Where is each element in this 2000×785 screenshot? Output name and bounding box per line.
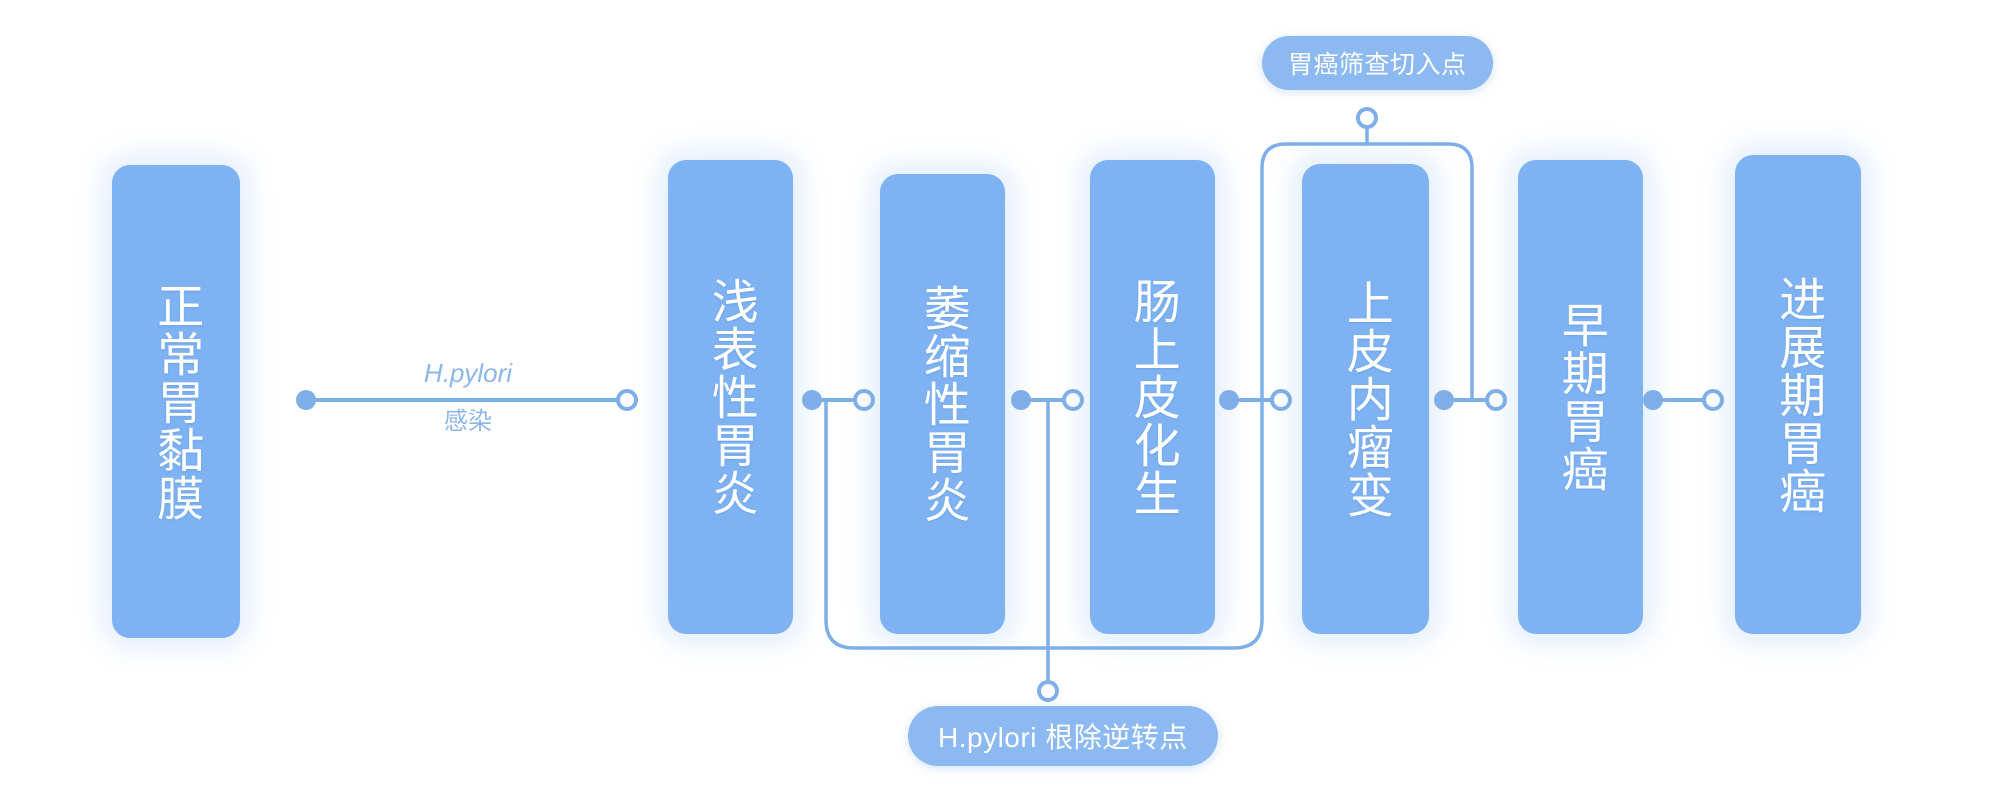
node-label: 正常胃黏膜 <box>150 281 204 522</box>
edge-label-chinese: 感染 <box>444 407 492 435</box>
node-label: 进展期胃癌 <box>1772 274 1826 515</box>
callout-screening-entry-point[interactable]: 胃癌筛查切入点 <box>1262 36 1493 90</box>
node-label: 浅表性胃炎 <box>704 277 758 517</box>
edge-source-dot-4 <box>1219 390 1239 410</box>
edge-label-hpylori-infection: H.pylori 感染 <box>348 357 588 437</box>
node-superficial-gastritis[interactable]: 浅表性胃炎 <box>668 160 793 634</box>
node-normal-gastric-mucosa[interactable]: 正常胃黏膜 <box>112 165 240 638</box>
bottom-callout-endpoint <box>1037 680 1059 702</box>
node-intestinal-metaplasia[interactable]: 肠上皮化生 <box>1090 160 1215 634</box>
edge-source-dot-1 <box>296 390 316 410</box>
top-callout-endpoint <box>1356 107 1378 129</box>
edge-target-ring-4 <box>1270 389 1292 411</box>
callout-eradication-reversal-point[interactable]: H.pylori 根除逆转点 <box>908 706 1218 766</box>
edge-target-ring-1 <box>616 389 638 411</box>
edge-target-ring-2 <box>853 389 875 411</box>
edge-label-scientific-name: H.pylori <box>423 358 513 388</box>
edge-source-dot-2 <box>802 390 822 410</box>
node-advanced-gastric-cancer[interactable]: 进展期胃癌 <box>1735 155 1861 634</box>
edge-target-ring-3 <box>1062 389 1084 411</box>
edge-source-dot-6 <box>1643 390 1663 410</box>
edge-source-dot-5 <box>1434 390 1454 410</box>
edge-target-ring-5 <box>1485 389 1507 411</box>
node-label: 上皮内瘤变 <box>1339 279 1393 519</box>
node-atrophic-gastritis[interactable]: 萎缩性胃炎 <box>880 174 1005 634</box>
edge-target-ring-6 <box>1702 389 1724 411</box>
node-early-gastric-cancer[interactable]: 早期胃癌 <box>1518 160 1643 634</box>
node-label: 早期胃癌 <box>1554 301 1608 493</box>
callout-label: 胃癌筛查切入点 <box>1288 51 1467 79</box>
edge-source-dot-3 <box>1011 390 1031 410</box>
node-intraepithelial-neoplasia[interactable]: 上皮内瘤变 <box>1302 164 1429 634</box>
callout-label: H.pylori 根除逆转点 <box>938 722 1188 753</box>
node-label: 萎缩性胃炎 <box>916 284 970 524</box>
node-label: 肠上皮化生 <box>1126 277 1180 517</box>
